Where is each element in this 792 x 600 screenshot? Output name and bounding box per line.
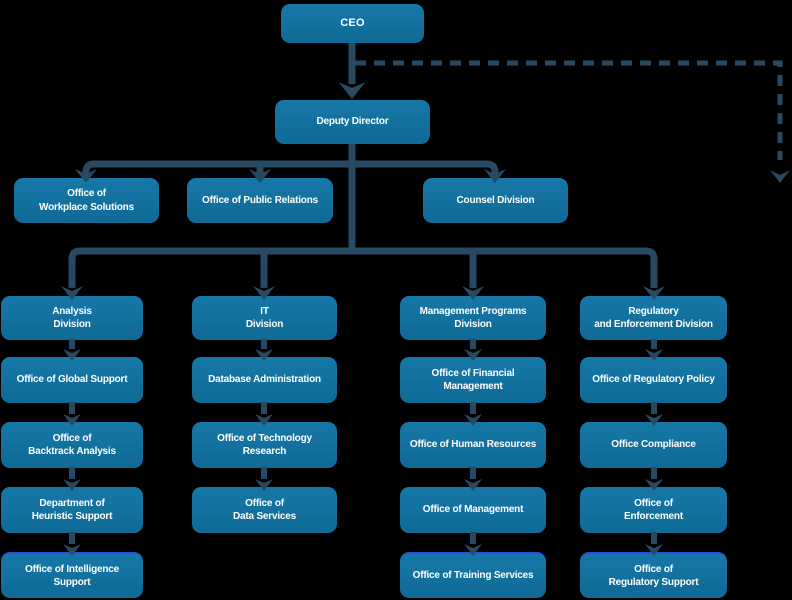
node-office-global-support: Office of Global Support — [1, 357, 143, 403]
node-department-heuristic-support: Department of Heuristic Support — [1, 487, 143, 533]
node-management-programs-division: Management Programs Division — [400, 296, 546, 340]
node-office-workplace-solutions: Office of Workplace Solutions — [14, 178, 159, 223]
node-office-data-services: Office of Data Services — [192, 487, 337, 533]
node-office-technology-research: Office of Technology Research — [192, 422, 337, 468]
node-ceo: CEO — [281, 4, 424, 43]
node-office-regulatory-support: Office of Regulatory Support — [580, 552, 727, 598]
arrowhead-down-icon — [338, 82, 366, 99]
node-office-training-services: Office of Training Services — [400, 552, 546, 598]
connector-division-bar — [68, 247, 658, 288]
node-office-backtrack-analysis: Office of Backtrack Analysis — [1, 422, 143, 468]
node-office-regulatory-policy: Office of Regulatory Policy — [580, 357, 727, 403]
node-office-compliance: Office Compliance — [580, 422, 727, 468]
node-regulatory-enforcement-division: Regulatory and Enforcement Division — [580, 296, 727, 340]
node-database-administration: Database Administration — [192, 357, 337, 403]
node-office-public-relations: Office of Public Relations — [187, 178, 333, 223]
node-office-of-management: Office of Management — [400, 487, 546, 533]
connector-staff-bar — [82, 160, 499, 176]
node-office-human-resources: Office of Human Resources — [400, 422, 546, 468]
node-office-intelligence-support: Office of Intelligence Support — [1, 552, 143, 598]
node-counsel-division: Counsel Division — [423, 178, 568, 223]
dashed-arrowhead-icon — [770, 170, 790, 183]
node-office-of-enforcement: Office of Enforcement — [580, 487, 727, 533]
node-office-financial-management: Office of Financial Management — [400, 357, 546, 403]
node-deputy-director: Deputy Director — [275, 100, 430, 144]
node-it-division: IT Division — [192, 296, 337, 340]
node-analysis-division: Analysis Division — [1, 296, 143, 340]
